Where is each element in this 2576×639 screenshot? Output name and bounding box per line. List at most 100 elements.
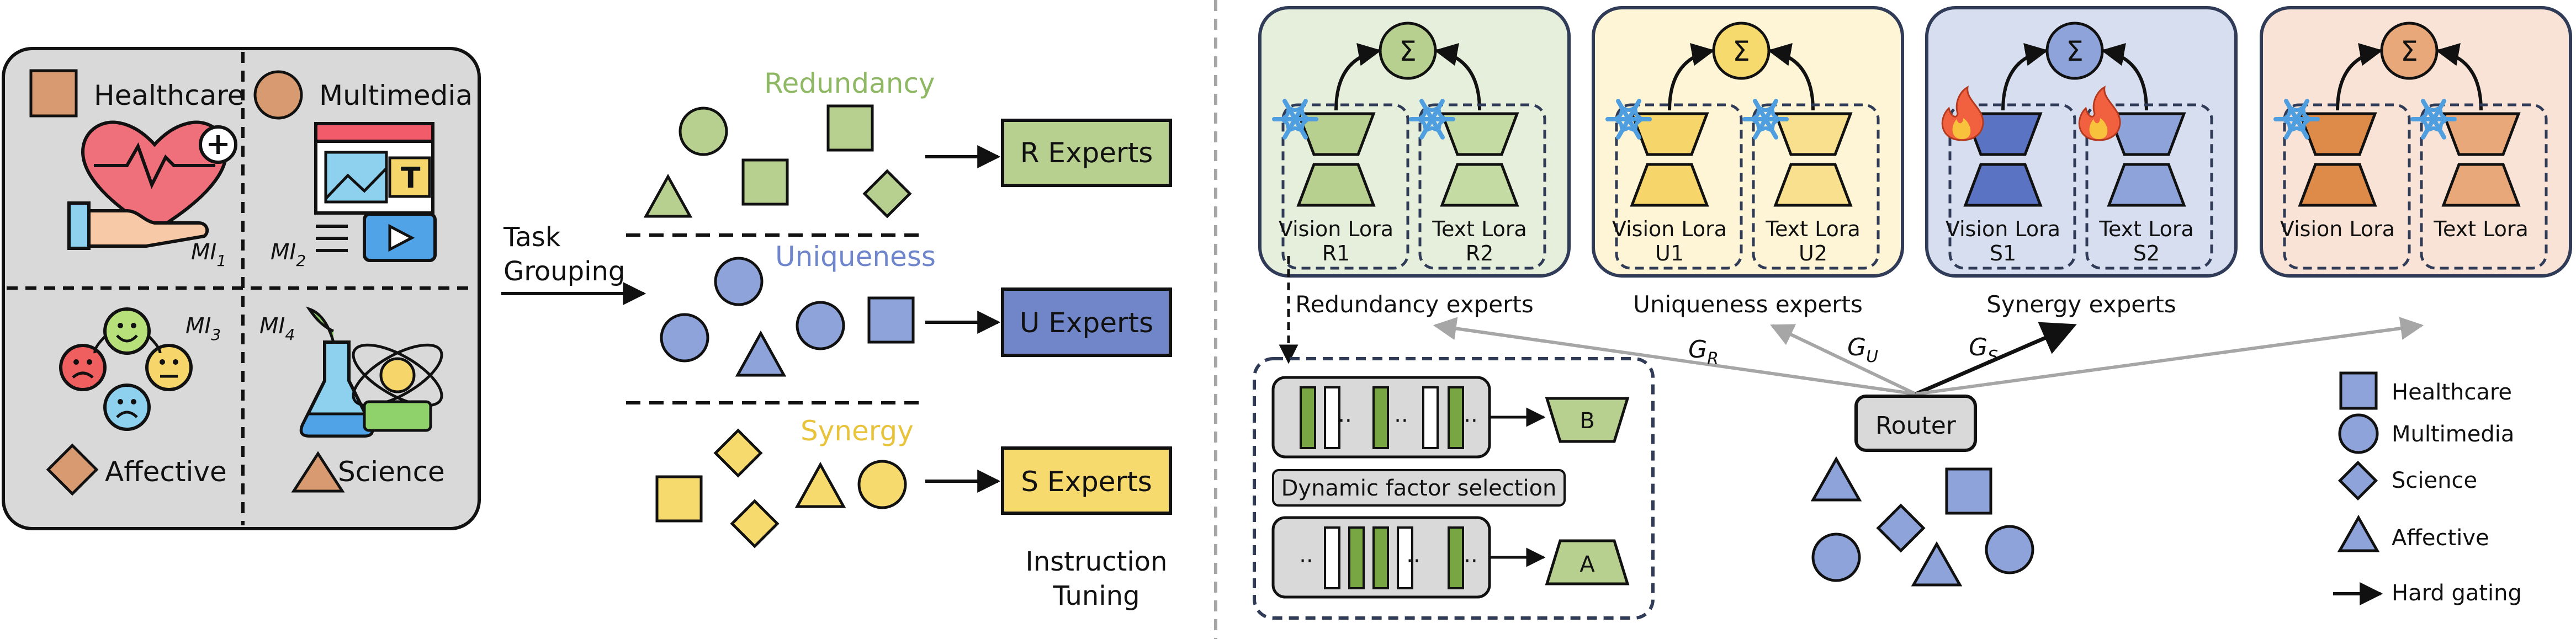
factor-dots: ·· bbox=[1394, 408, 1408, 434]
science-label: Science bbox=[338, 456, 445, 488]
text-to-sum-arrow bbox=[1767, 43, 1815, 111]
vision-lora-frame bbox=[1948, 103, 2076, 270]
redundancy-square bbox=[826, 104, 874, 152]
synergy-diamond bbox=[730, 499, 780, 549]
snowflake-icon bbox=[1605, 99, 1652, 140]
router-label: Router bbox=[1875, 412, 1957, 440]
text-lora-label: Text Lora bbox=[2098, 217, 2194, 241]
r-experts-box bbox=[1001, 119, 1172, 187]
text-to-sum-arrow bbox=[1434, 43, 1481, 111]
factor-selection-box bbox=[1272, 469, 1566, 507]
expert-group-frame bbox=[1258, 6, 1571, 278]
snowflake-icon bbox=[2273, 99, 2320, 140]
factor-dots: ·· bbox=[1299, 549, 1313, 574]
synergy-triangle bbox=[794, 461, 846, 508]
redundancy-circle bbox=[679, 106, 728, 156]
expert-group-frame bbox=[1925, 6, 2238, 278]
factor-dots: ·· bbox=[1464, 408, 1477, 434]
sum-symbol: Σ bbox=[1732, 35, 1750, 67]
healthcare-label: Healthcare bbox=[94, 79, 245, 111]
factor-selection-label: Dynamic factor selection bbox=[1281, 476, 1557, 501]
gate-arrow-uniqueness bbox=[1770, 324, 1917, 396]
input-diamond bbox=[1876, 503, 1926, 553]
redundancy-triangle bbox=[643, 173, 693, 218]
vision-lora-frame bbox=[1281, 103, 1409, 270]
text-lora-frame bbox=[2085, 103, 2213, 270]
sum-symbol: Σ bbox=[1399, 35, 1417, 67]
flask-atom-icon bbox=[299, 306, 443, 438]
healthcare-square-icon bbox=[29, 69, 78, 118]
mi3-label: MI3 bbox=[185, 313, 221, 344]
vision-lora-module bbox=[2298, 112, 2377, 207]
vision-lora-tag: R1 bbox=[1322, 241, 1350, 265]
snowflake-icon bbox=[1272, 99, 1318, 140]
text-lora-module bbox=[1773, 112, 1853, 207]
uniqueness-circle bbox=[714, 257, 764, 306]
legend-square-icon bbox=[2339, 371, 2378, 410]
factor-a-label: A bbox=[1579, 552, 1595, 577]
input-square bbox=[1945, 467, 1992, 515]
r-experts-label: R Experts bbox=[1020, 137, 1153, 169]
u-experts-box bbox=[1001, 287, 1172, 357]
sum-symbol: Σ bbox=[2066, 35, 2084, 67]
factor-bar bbox=[1372, 386, 1389, 449]
expert-group-caption: Redundancy experts bbox=[1295, 291, 1533, 318]
text-lora-label: Text Lora bbox=[2433, 217, 2529, 241]
factor-bar bbox=[1324, 526, 1340, 589]
synergy-diamond bbox=[713, 428, 763, 478]
redundancy-label: Redundancy bbox=[764, 67, 935, 99]
gating-arrows: GR GU GS bbox=[1433, 317, 2424, 396]
router: Router bbox=[1854, 395, 1977, 452]
factor-bars bbox=[1300, 386, 1464, 589]
vision-to-sum-arrow bbox=[2336, 43, 2383, 111]
legend-circle-icon bbox=[2338, 413, 2379, 454]
uniqueness-label: Uniqueness bbox=[775, 241, 936, 273]
affective-cell: Affective MI3 bbox=[46, 307, 227, 496]
legend: Healthcare Multimedia Science Affective … bbox=[2333, 371, 2522, 606]
router-box bbox=[1854, 395, 1977, 452]
vision-lora-module bbox=[1963, 112, 2043, 207]
snowflake-icon bbox=[1742, 99, 1789, 140]
gate-arrow-other bbox=[1915, 317, 2424, 396]
vision-lora-frame bbox=[2283, 103, 2411, 270]
gate-r-label: GR bbox=[1688, 336, 1719, 369]
input-triangle bbox=[1810, 456, 1862, 502]
factor-bar bbox=[1448, 526, 1464, 589]
gate-s-label: GS bbox=[1969, 333, 1998, 366]
legend-label: Affective bbox=[2392, 525, 2489, 551]
multimedia-label: Multimedia bbox=[319, 79, 473, 111]
uniqueness-circle bbox=[660, 313, 709, 363]
affective-label: Affective bbox=[105, 456, 227, 488]
legend-diamond-icon bbox=[2338, 460, 2378, 501]
expert-group-caption: Synergy experts bbox=[1986, 291, 2176, 318]
expert-group-caption: Uniqueness experts bbox=[1633, 291, 1863, 318]
factor-b-trapezoid bbox=[1545, 397, 1630, 443]
gate-u-label: GU bbox=[1847, 333, 1878, 366]
healthcare-cell: Healthcare MI1 bbox=[29, 69, 245, 270]
factor-a-trapezoid bbox=[1545, 539, 1630, 585]
factor-bar bbox=[1372, 526, 1389, 589]
multimedia-circle-icon bbox=[253, 70, 303, 120]
legend-label: Science bbox=[2392, 468, 2477, 493]
text-lora-tag: S2 bbox=[2133, 241, 2160, 265]
text-to-sum-arrow bbox=[2101, 43, 2148, 111]
svg-text:T: T bbox=[401, 162, 421, 195]
factor-panel-frame bbox=[1253, 357, 1655, 620]
input-circle bbox=[1985, 525, 2034, 574]
affective-diamond-icon bbox=[46, 443, 99, 496]
redundancy-diamond bbox=[862, 169, 912, 219]
task-grouping: Task Grouping Redundancy R Experts Uniqu… bbox=[501, 67, 1172, 611]
input-triangle bbox=[1911, 541, 1963, 587]
vision-to-sum-arrow bbox=[1668, 43, 1715, 111]
vision-to-sum-arrow bbox=[1334, 43, 1382, 111]
text-lora-label: Text Lora bbox=[1432, 217, 1527, 241]
factor-b-label: B bbox=[1579, 408, 1594, 434]
text-lora-frame bbox=[2420, 103, 2548, 270]
factor-bar bbox=[1300, 386, 1316, 449]
s-experts-box bbox=[1001, 446, 1172, 515]
synergy-square bbox=[655, 475, 703, 523]
text-lora-module bbox=[2107, 112, 2186, 207]
